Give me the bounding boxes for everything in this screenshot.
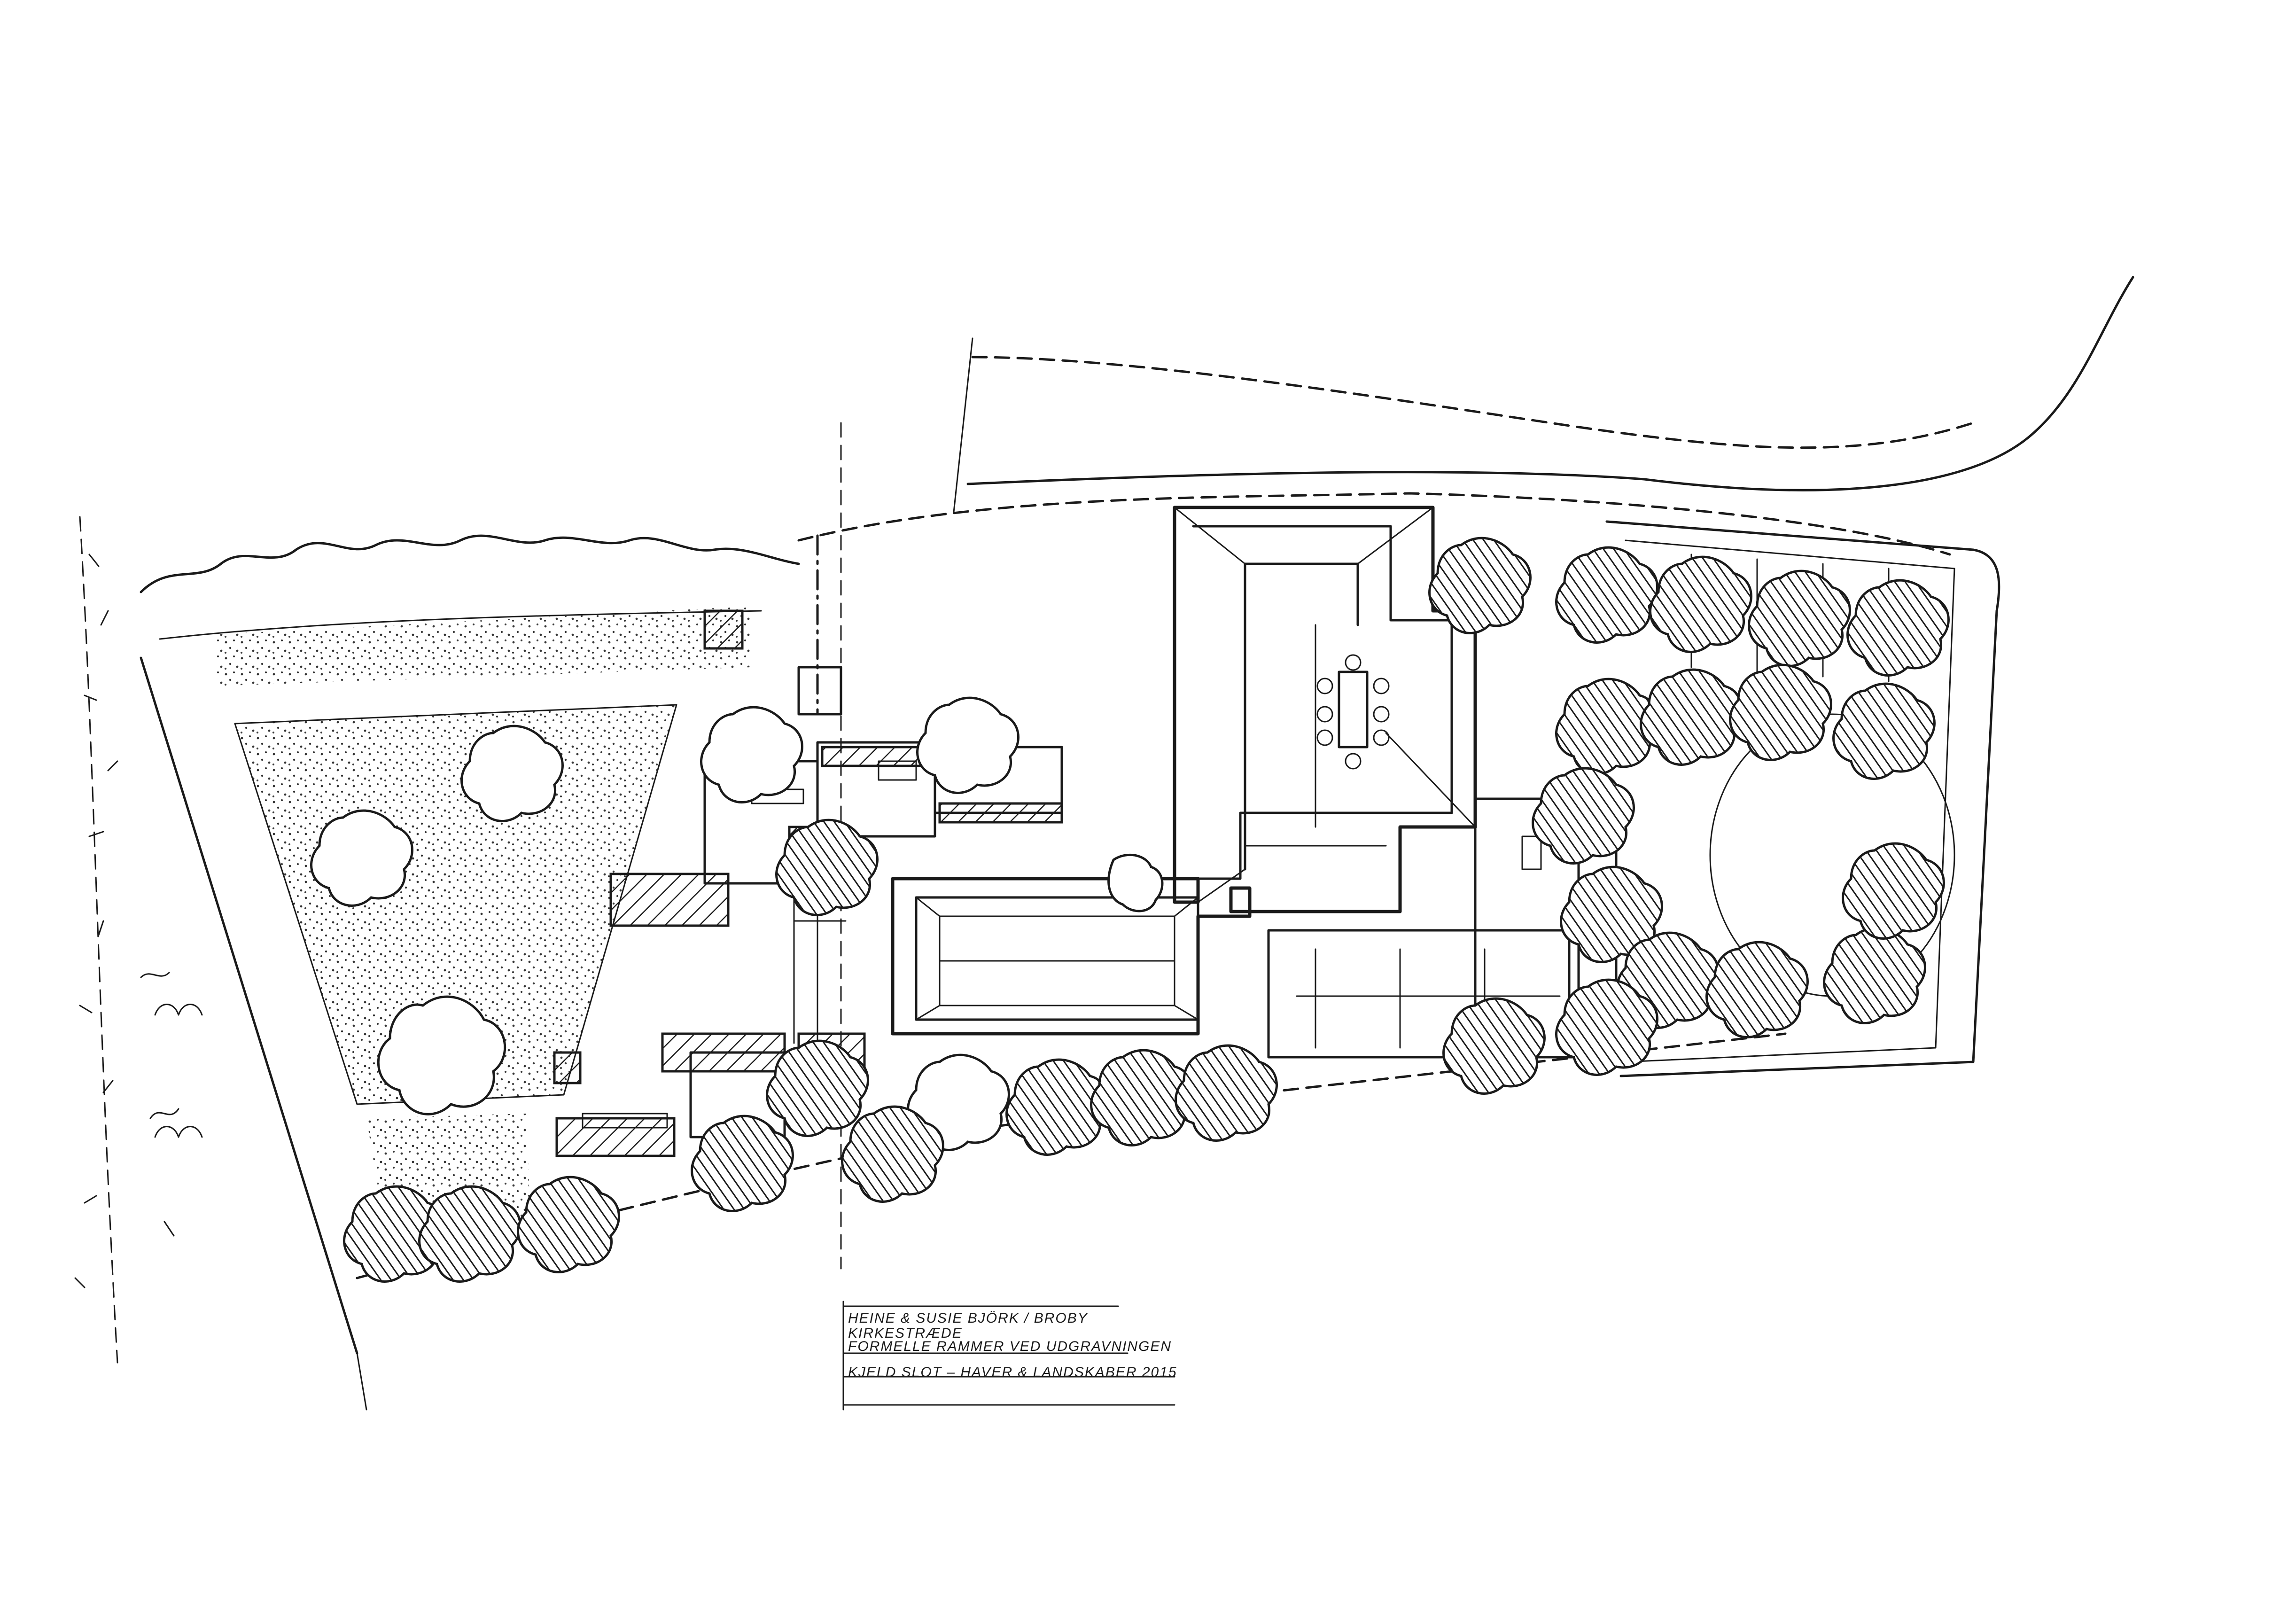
title-location: KIRKESTRÆDE bbox=[848, 1326, 963, 1341]
title-client: HEINE & SUSIE BJÖRK / BROBY bbox=[848, 1310, 1088, 1326]
trees-light bbox=[310, 696, 1164, 1151]
road-edge-left bbox=[79, 516, 367, 1411]
verge-scribbles bbox=[74, 554, 203, 1288]
trees-dark bbox=[343, 537, 1950, 1283]
courtyard-structures bbox=[582, 534, 1063, 1138]
title-subject: FORMELLE RAMMER VED UDGRAVNINGEN bbox=[848, 1339, 1172, 1354]
dining-set bbox=[1316, 654, 1390, 770]
title-author: KJELD SLOT – HAVER & LANDSKABER 2015 bbox=[848, 1364, 1177, 1380]
title-block: HEINE & SUSIE BJÖRK / BROBY KIRKESTRÆDE … bbox=[842, 1301, 1177, 1411]
